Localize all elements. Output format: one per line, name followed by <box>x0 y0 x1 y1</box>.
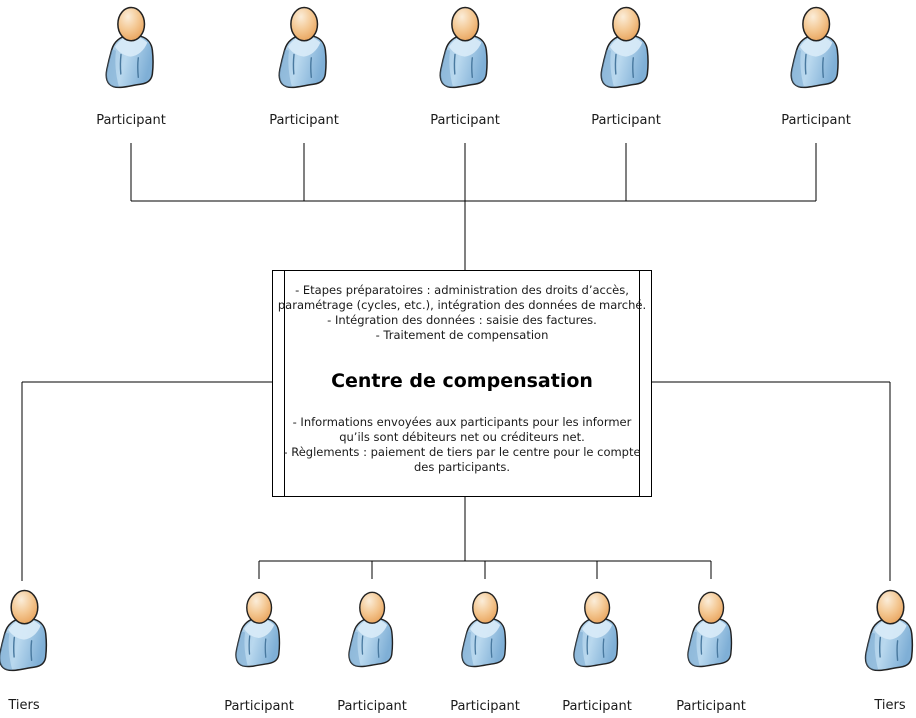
person-icon <box>278 6 328 89</box>
box-pre-line: - Traitement de compensation <box>375 328 549 342</box>
box-post-line: - Règlements : paiement de tiers par le … <box>283 445 641 474</box>
person-icon <box>864 589 914 672</box>
top-participant-node-1: Participant <box>96 6 166 129</box>
node-label: Participant <box>430 113 500 128</box>
bottom-participant-node-2: Participant <box>337 591 407 715</box>
box-pre-text: - Etapes préparatoires : administration … <box>277 283 647 343</box>
top-participant-node-4: Participant <box>591 6 661 129</box>
node-label: Participant <box>224 699 294 714</box>
bottom-participant-node-4: Participant <box>562 591 632 715</box>
person-icon <box>573 591 619 668</box>
person-icon <box>348 591 394 668</box>
top-participant-node-5: Participant <box>781 6 851 129</box>
centre-de-compensation-box: - Etapes préparatoires : administration … <box>272 270 652 497</box>
person-icon <box>235 591 281 668</box>
person-icon <box>105 6 155 89</box>
bottom-participant-node-3: Participant <box>450 591 520 715</box>
bottom-tiers-node-left: Tiers <box>0 589 53 714</box>
person-icon <box>790 6 840 89</box>
box-post-text: - Informations envoyées aux participants… <box>277 415 647 475</box>
side-connectors <box>21 381 891 581</box>
box-pre-line: - Intégration des données : saisie des f… <box>327 313 597 327</box>
person-icon <box>687 591 733 668</box>
person-icon <box>600 6 650 89</box>
top-connector <box>130 143 817 270</box>
node-label: Participant <box>591 113 661 128</box>
node-label: Participant <box>96 113 166 128</box>
person-icon <box>461 591 507 668</box>
box-title: Centre de compensation <box>331 370 593 392</box>
top-participant-node-3: Participant <box>430 6 500 129</box>
node-label: Participant <box>337 699 407 714</box>
node-label: Participant <box>562 699 632 714</box>
node-label: Participant <box>269 113 339 128</box>
box-pre-line: - Etapes préparatoires : administration … <box>277 283 647 312</box>
top-participant-node-2: Participant <box>269 6 339 129</box>
node-label: Participant <box>676 699 746 714</box>
node-label: Participant <box>781 113 851 128</box>
box-post-line: - Informations envoyées aux participants… <box>292 415 632 444</box>
bottom-participant-node-5: Participant <box>676 591 746 715</box>
node-label: Tiers <box>8 698 40 713</box>
node-label: Tiers <box>874 698 906 713</box>
bottom-participant-node-1: Participant <box>224 591 294 715</box>
bottom-connector <box>258 497 712 579</box>
person-icon <box>439 6 489 89</box>
person-icon <box>0 589 48 672</box>
bottom-tiers-node-right: Tiers <box>862 589 916 714</box>
node-label: Participant <box>450 699 520 714</box>
